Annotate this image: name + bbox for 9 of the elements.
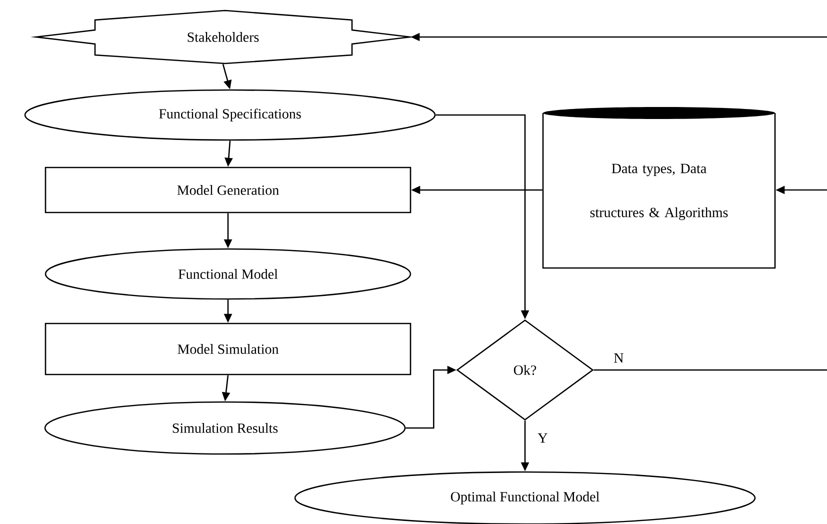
ellipse-node: Functional Specifications <box>24 89 436 141</box>
edge-label: N <box>612 352 625 364</box>
process-box: Model Simulation <box>44 322 412 376</box>
node-label: Data types, Data structures & Algorithms <box>590 164 728 220</box>
ellipse-node: Simulation Results <box>44 401 406 455</box>
database-cylinder: Data types, Data structures & Algorithms <box>542 107 776 269</box>
process-box: Model Generation <box>44 166 412 214</box>
edge-label: Y <box>536 432 549 444</box>
ellipse-node: Functional Model <box>44 248 412 300</box>
